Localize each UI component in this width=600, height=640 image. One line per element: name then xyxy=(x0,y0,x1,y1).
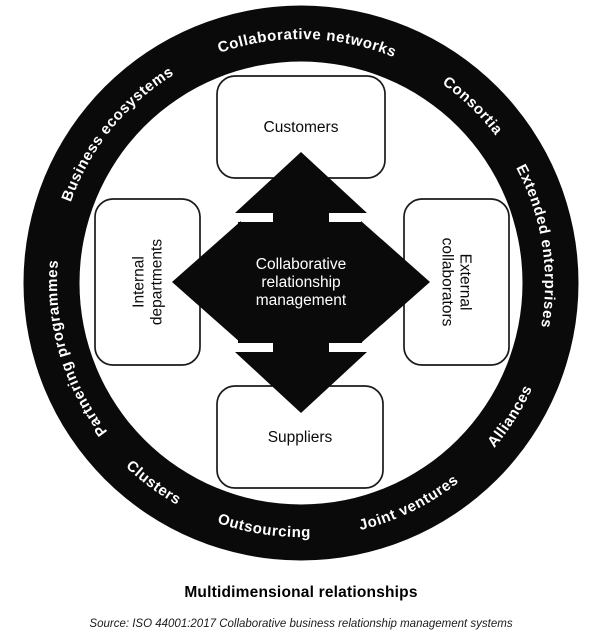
arrow-left-icon xyxy=(172,221,241,343)
svg-text:departments: departments xyxy=(149,239,166,325)
source-caption: Source: ISO 44001:2017 Collaborative bus… xyxy=(89,618,512,630)
center-box-label: Collaborative relationship management xyxy=(256,256,347,309)
svg-text:management: management xyxy=(256,292,347,309)
arrow-up-icon xyxy=(235,152,367,213)
arrow-right-icon xyxy=(361,221,430,343)
svg-text:External: External xyxy=(457,254,474,311)
center-box xyxy=(238,222,362,343)
internal-departments-label: Internal departments xyxy=(131,239,166,325)
svg-text:collaborators: collaborators xyxy=(439,238,456,327)
external-collaborators-label: External collaborators xyxy=(439,238,474,327)
suppliers-label: Suppliers xyxy=(268,429,333,446)
svg-text:Internal: Internal xyxy=(131,256,148,308)
customers-label: Customers xyxy=(264,119,339,136)
svg-text:Collaborative: Collaborative xyxy=(256,256,346,273)
arrow-down-icon xyxy=(235,352,367,413)
svg-text:relationship: relationship xyxy=(261,274,340,291)
diagram-title: Multidimensional relationships xyxy=(184,584,417,601)
